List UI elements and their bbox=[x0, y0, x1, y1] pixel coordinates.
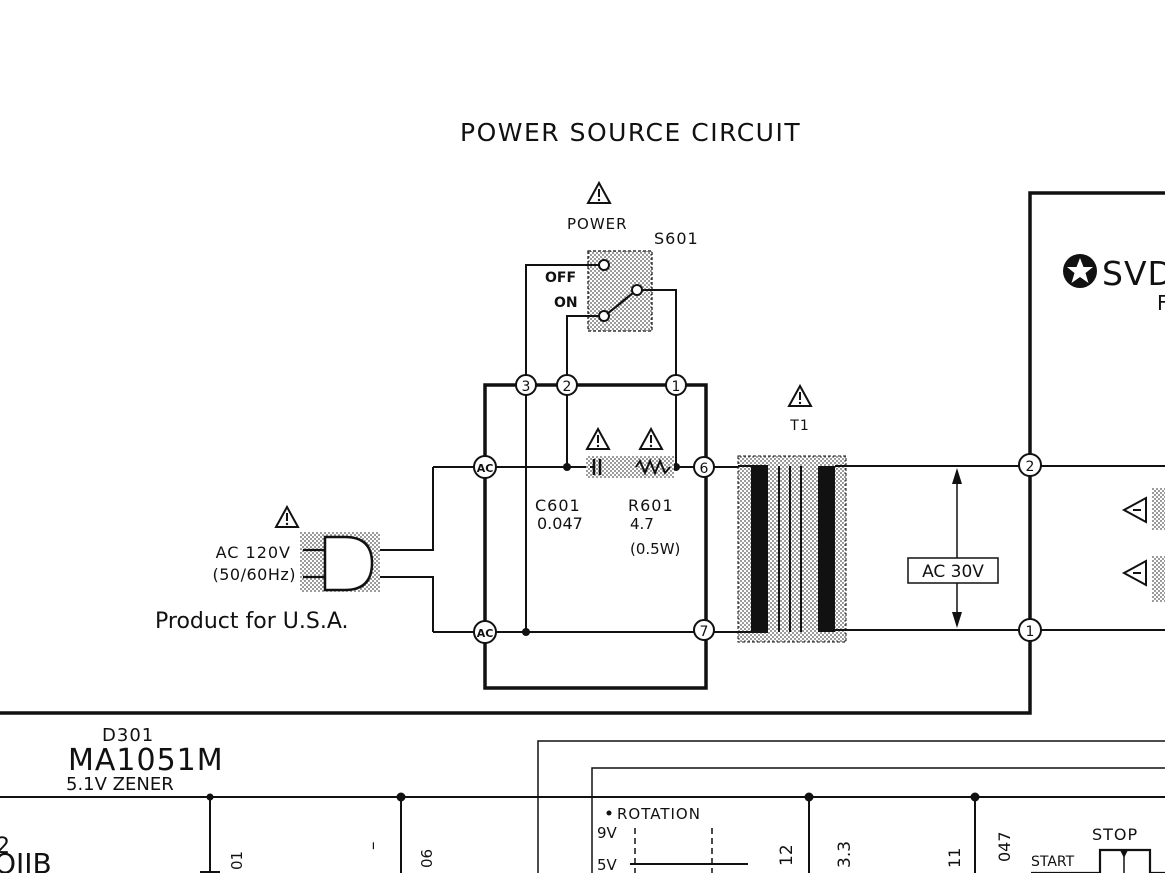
vertical-dash: – bbox=[363, 842, 383, 851]
switch-off-label: OFF bbox=[545, 270, 576, 286]
wire-switch-common bbox=[642, 289, 677, 385]
page-title: POWER SOURCE CIRCUIT bbox=[460, 118, 801, 147]
vertical-label: 11 bbox=[945, 848, 964, 868]
warning-left-icon bbox=[1121, 488, 1165, 530]
wire-switch-off bbox=[525, 264, 600, 385]
plug-frequency: (50/60Hz) bbox=[212, 565, 296, 584]
vertical-label: 01 bbox=[228, 851, 246, 870]
switch-label: POWER bbox=[567, 215, 628, 233]
wire-switch-on bbox=[566, 315, 600, 385]
svg-text:2: 2 bbox=[1026, 459, 1035, 475]
svg-text:2: 2 bbox=[563, 379, 572, 395]
capacitor-value: 0.047 bbox=[537, 514, 583, 533]
ac-plug-icon bbox=[323, 535, 374, 592]
svg-text:7: 7 bbox=[700, 624, 709, 640]
resistor-rating: (0.5W) bbox=[630, 540, 680, 558]
module-outline bbox=[0, 191, 1165, 715]
capacitor-ref: C601 bbox=[535, 496, 581, 515]
diode-desc: 5.1V ZENER bbox=[66, 774, 174, 795]
left-part-top: 2 bbox=[0, 834, 10, 859]
terminal-7: 7 bbox=[693, 619, 715, 641]
warning-icon bbox=[586, 180, 612, 204]
module-terminal-1: 1 bbox=[1018, 618, 1042, 642]
capacitor-c601 bbox=[590, 459, 602, 475]
switch-ref: S601 bbox=[654, 229, 699, 248]
voltage-9v: 9V bbox=[597, 824, 618, 842]
resistor-r601 bbox=[635, 458, 671, 476]
switch-contacts bbox=[598, 259, 643, 322]
module-label: SVD bbox=[1102, 254, 1165, 293]
transformer-secondary-winding bbox=[818, 466, 835, 632]
power-board-outline bbox=[483, 383, 708, 690]
diode-ref: D301 bbox=[102, 725, 154, 746]
warning-icon bbox=[787, 383, 813, 407]
terminal-6: 6 bbox=[693, 456, 715, 478]
secondary-voltage: AC 30V bbox=[922, 562, 984, 582]
wire-plug-bottom bbox=[375, 576, 434, 632]
transformer-primary-winding bbox=[751, 466, 768, 632]
vertical-label: 06 bbox=[418, 849, 436, 868]
vertical-label: 047 bbox=[995, 831, 1014, 862]
warning-icon bbox=[585, 426, 611, 450]
vertical-label: 3.3 bbox=[835, 841, 855, 868]
resistor-ref: R601 bbox=[628, 496, 674, 515]
terminal-2: 2 bbox=[556, 374, 578, 396]
region-label: Product for U.S.A. bbox=[155, 609, 348, 634]
svg-text:1: 1 bbox=[672, 379, 681, 395]
warning-icon bbox=[638, 426, 664, 450]
terminal-1: 1 bbox=[665, 374, 687, 396]
switch-on-label: ON bbox=[554, 295, 578, 311]
terminal-3: 3 bbox=[515, 374, 537, 396]
wire-plug-top bbox=[375, 467, 434, 551]
terminal-ac-top: AC bbox=[473, 455, 497, 479]
svg-text:1: 1 bbox=[1026, 624, 1035, 640]
module-terminal-2: 2 bbox=[1018, 453, 1042, 477]
plug-voltage: AC 120V bbox=[216, 543, 291, 562]
junction-dot bbox=[563, 463, 571, 471]
safety-component-area bbox=[586, 456, 674, 478]
svg-text:AC: AC bbox=[477, 627, 494, 640]
svg-text:3: 3 bbox=[522, 379, 531, 395]
terminal-ac-bottom: AC bbox=[473, 620, 497, 644]
module-sublabel: F bbox=[1157, 291, 1165, 315]
start-label: START bbox=[1031, 854, 1075, 870]
secondary-voltage-box bbox=[907, 557, 999, 584]
wire-lower-outer bbox=[537, 740, 1165, 873]
stop-label: STOP bbox=[1092, 825, 1138, 844]
diode-part: MA1051M bbox=[68, 743, 224, 778]
voltage-5v: 5V bbox=[597, 856, 618, 873]
resistor-value: 4.7 bbox=[630, 515, 654, 533]
vertical-label: 12 bbox=[777, 844, 797, 866]
wire-lower-inner bbox=[591, 767, 1165, 873]
left-part-label: OIIB bbox=[0, 847, 52, 873]
svg-text:6: 6 bbox=[700, 461, 709, 477]
transformer-ref: T1 bbox=[789, 418, 809, 434]
rotation-label: ROTATION bbox=[617, 805, 701, 823]
junction-dot bbox=[522, 628, 530, 636]
warning-left-icon bbox=[1121, 556, 1165, 602]
star-badge-icon bbox=[1063, 254, 1097, 288]
svg-text:AC: AC bbox=[477, 462, 494, 475]
warning-icon bbox=[274, 504, 300, 528]
